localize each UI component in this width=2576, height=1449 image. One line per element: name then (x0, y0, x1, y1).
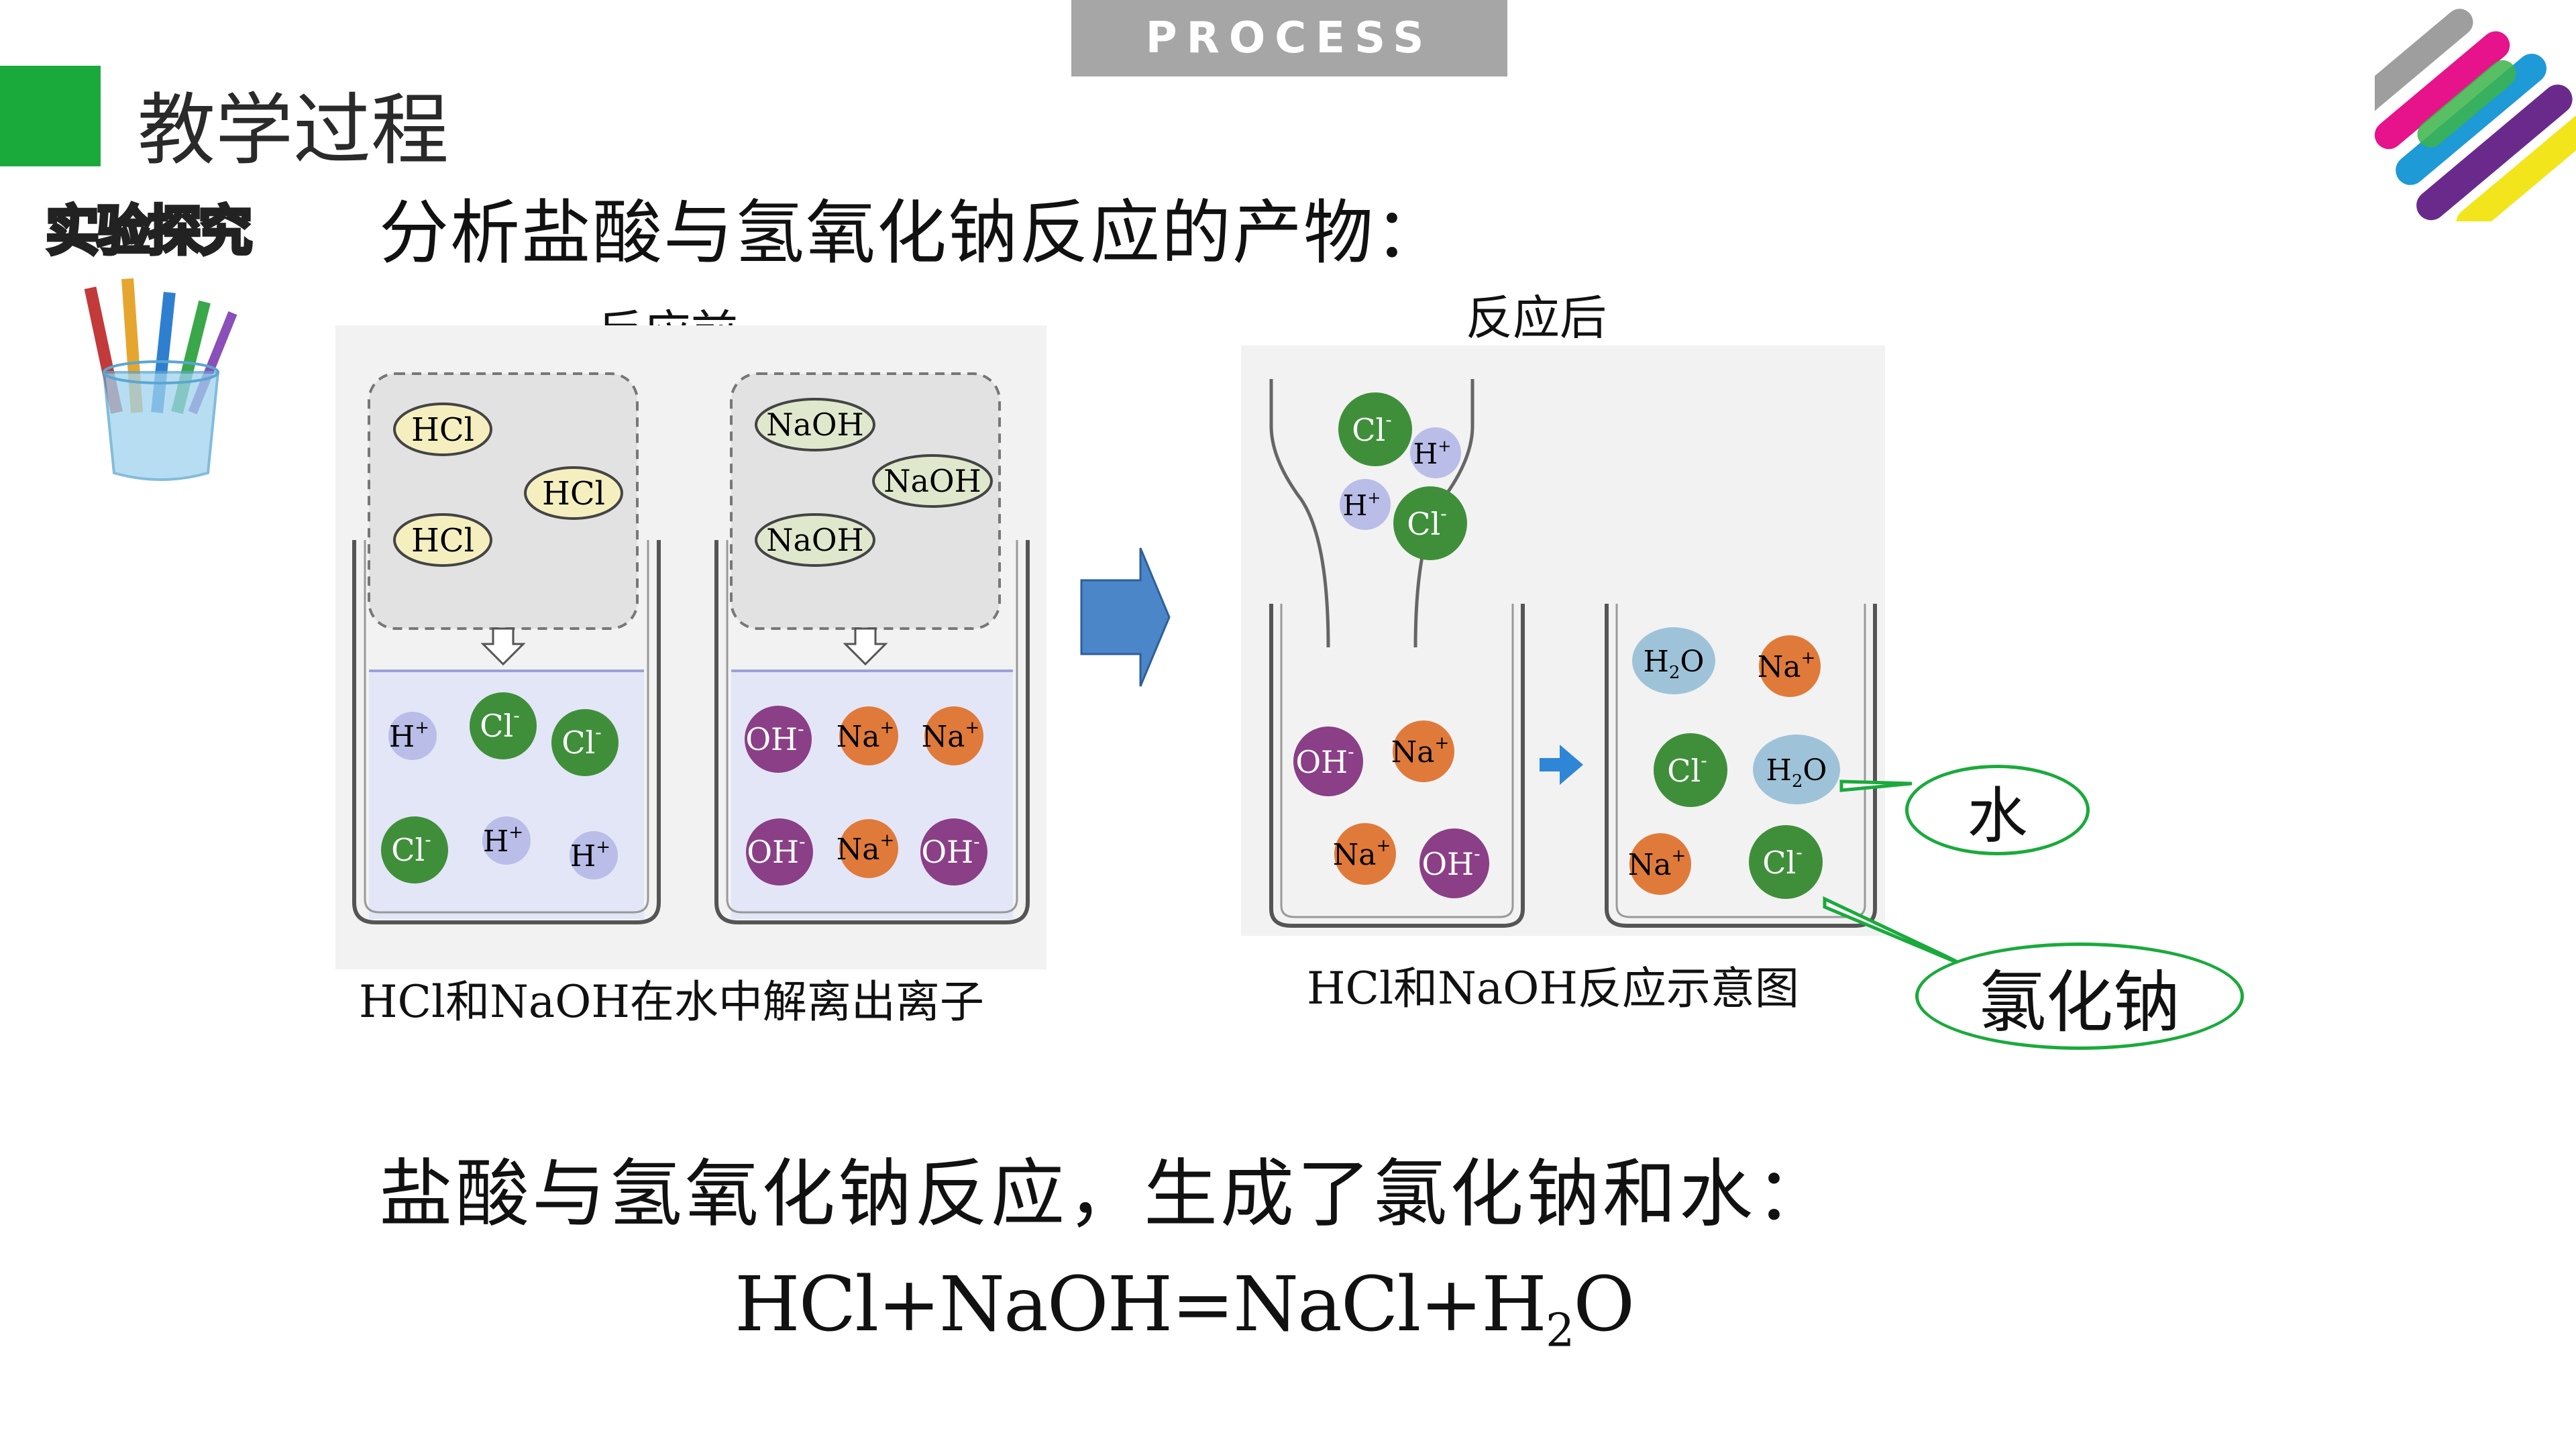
svg-text:H+: H+ (389, 718, 429, 754)
svg-text:OH-: OH- (747, 830, 805, 870)
cl-ion: Cl- (1749, 825, 1823, 899)
svg-text:H2O: H2O (1644, 645, 1705, 683)
section-accent-block (0, 66, 101, 166)
svg-text:HCl: HCl (411, 411, 474, 449)
svg-text:Na+: Na+ (1628, 846, 1686, 882)
cl-ion: Cl- (470, 692, 537, 759)
svg-text:Na+: Na+ (1333, 836, 1391, 872)
process-tab: PROCESS (1071, 0, 1507, 76)
na-ion: Na+ (837, 819, 898, 878)
callout-sodium-chloride: 氯化钠 (1915, 943, 2244, 1050)
cl-ion: Cl- (1338, 392, 1412, 466)
svg-text:Na+: Na+ (1391, 733, 1450, 769)
svg-text:OH-: OH- (921, 830, 979, 870)
caption-reaction: HCl和NaOH反应示意图 (1307, 963, 1799, 1014)
h-ion: H+ (388, 712, 437, 760)
water-molecule: H2O (1753, 735, 1840, 804)
svg-text:NaOH: NaOH (883, 463, 981, 499)
oh-ion: OH- (746, 818, 813, 885)
svg-text:Cl-: Cl- (1407, 502, 1446, 542)
conclusion-text: 盐酸与氢氧化钠反应，生成了氯化钠和水： (379, 1151, 1832, 1237)
svg-text:Na+: Na+ (1758, 648, 1816, 684)
cl-ion: Cl- (381, 816, 448, 883)
h-ion: H+ (1410, 427, 1461, 478)
svg-text:Cl-: Cl- (1667, 749, 1707, 789)
callout-water-label: 水 (1967, 780, 2028, 851)
svg-text:Na+: Na+ (837, 830, 895, 867)
dissociation-diagram: HCl HCl HCl NaOH NaOH NaOH H+ Cl- Cl- Cl… (335, 325, 1046, 969)
cl-ion: Cl- (1654, 733, 1727, 807)
svg-text:OH-: OH- (1295, 741, 1354, 780)
svg-text:Cl-: Cl- (561, 721, 601, 761)
h-ion: H+ (570, 831, 618, 879)
equation-subscript: 2 (1545, 1304, 1574, 1358)
svg-text:Cl-: Cl- (480, 704, 519, 744)
svg-text:H+: H+ (483, 822, 523, 859)
reaction-arrow-icon (1080, 547, 1171, 687)
lab-explore-badge: 实验探究 (44, 199, 254, 264)
callout-salt-label: 氯化钠 (1979, 963, 2180, 1042)
svg-text:Cl-: Cl- (1762, 841, 1802, 881)
oh-ion: OH- (1293, 727, 1363, 796)
hcl-molecule: HCl (524, 466, 623, 520)
svg-text:NaOH: NaOH (766, 407, 864, 443)
na-ion: Na+ (837, 706, 898, 765)
svg-text:HCl: HCl (542, 475, 605, 513)
brand-logo (2375, 9, 2576, 221)
svg-text:NaOH: NaOH (766, 522, 864, 558)
hcl-molecule: HCl (393, 402, 492, 456)
svg-text:OH-: OH- (745, 718, 804, 757)
svg-text:Cl-: Cl- (391, 828, 431, 868)
h-ion: H+ (1340, 479, 1391, 530)
svg-text:Cl-: Cl- (1352, 409, 1391, 448)
equation-main: HCl+NaOH=NaCl+H (735, 1261, 1547, 1348)
pencil-cup-icon (84, 278, 237, 481)
hcl-molecule: HCl (393, 513, 492, 567)
naoh-molecule: NaOH (872, 454, 993, 508)
svg-text:Na+: Na+ (922, 718, 980, 754)
callout-water: 水 (1905, 765, 2090, 855)
chemical-equation: HCl+NaOH=NaCl+H2O (735, 1261, 1635, 1358)
equation-tail: O (1573, 1261, 1635, 1348)
svg-text:HCl: HCl (411, 522, 474, 559)
cl-ion: Cl- (1393, 486, 1467, 560)
oh-ion: OH- (1419, 828, 1489, 898)
section-title: 教学过程 (138, 85, 449, 176)
svg-text:H2O: H2O (1766, 753, 1827, 792)
na-ion: Na+ (1628, 833, 1691, 895)
oh-ion: OH- (745, 706, 812, 773)
question-heading: 分析盐酸与氢氧化钠反应的产物： (379, 192, 1446, 274)
na-ion: Na+ (1391, 720, 1454, 782)
label-after-reaction: 反应后 (1466, 290, 1607, 345)
water-molecule: H2O (1632, 627, 1715, 694)
caption-dissociation: HCl和NaOH在水中解离出离子 (359, 976, 984, 1028)
svg-text:H+: H+ (1413, 437, 1452, 470)
na-ion: Na+ (1758, 635, 1821, 697)
oh-ion: OH- (920, 818, 987, 885)
cl-ion: Cl- (551, 709, 619, 776)
na-ion: Na+ (1333, 823, 1396, 885)
svg-text:H+: H+ (1343, 488, 1381, 522)
svg-text:OH-: OH- (1421, 843, 1480, 882)
h-ion: H+ (482, 816, 531, 865)
naoh-molecule: NaOH (755, 513, 875, 567)
naoh-molecule: NaOH (755, 398, 875, 451)
na-ion: Na+ (922, 706, 983, 765)
svg-text:Na+: Na+ (837, 718, 895, 754)
reaction-diagram: Cl- H+ H+ Cl- OH- Na+ Na+ OH- H2O Na+ Cl… (1241, 345, 1885, 936)
svg-text:H+: H+ (570, 837, 610, 873)
